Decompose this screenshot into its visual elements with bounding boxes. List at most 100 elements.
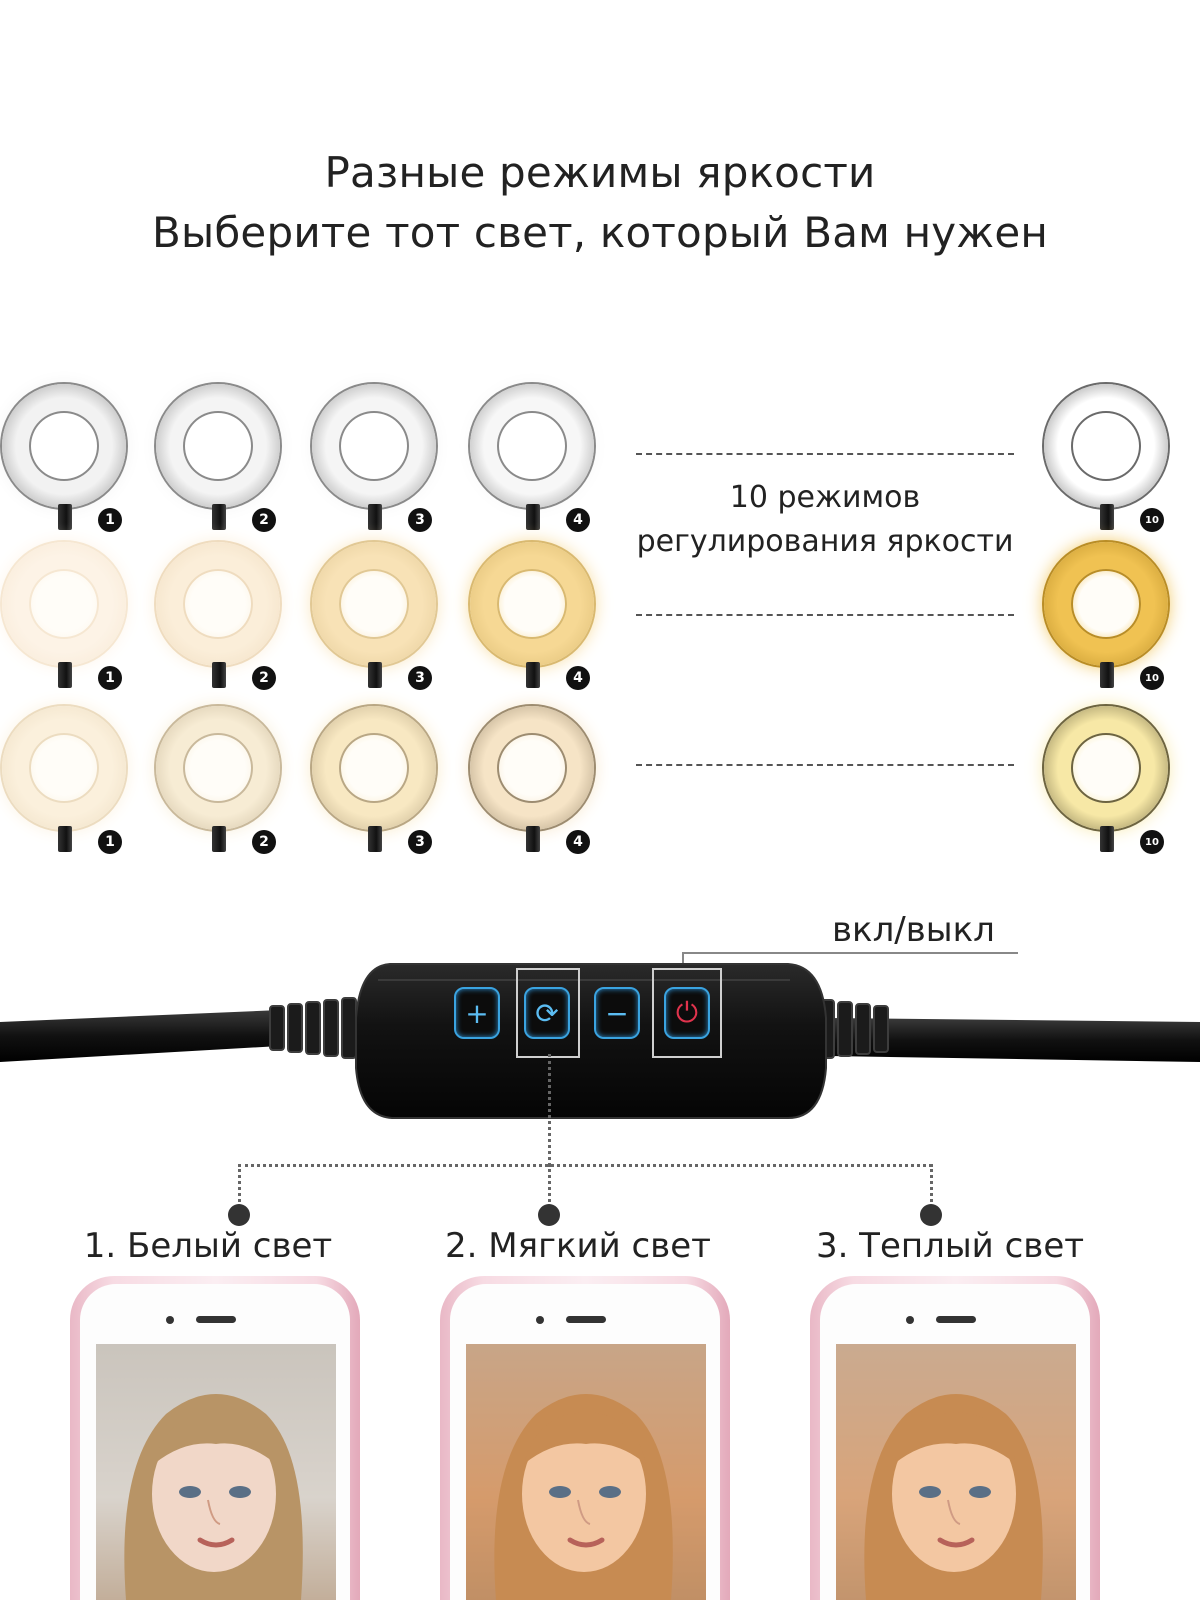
- phone-screen-portrait: [836, 1344, 1076, 1600]
- phone-speaker: [196, 1316, 236, 1323]
- ring-light: [470, 384, 594, 508]
- ring-center: [1071, 411, 1141, 481]
- phone-face: [820, 1284, 1090, 1600]
- connector-right: [930, 1164, 933, 1208]
- cable-right: [819, 999, 1200, 1062]
- header-line-2: Выберите тот свет, который Вам нужен: [151, 208, 1049, 257]
- ring-stem: [1100, 826, 1114, 852]
- ring-stem: [526, 504, 540, 530]
- ring-number-badge: 10: [1140, 830, 1164, 854]
- ring-light: [470, 542, 594, 666]
- ring-light: [2, 706, 126, 830]
- ring-light: [156, 384, 280, 508]
- light-type-label-soft: 2. Мягкий свет: [445, 1226, 711, 1266]
- phone-face: [80, 1284, 350, 1600]
- ring-number-badge: 1: [98, 666, 122, 690]
- ring-stem: [58, 662, 72, 688]
- ring-stem: [526, 662, 540, 688]
- ring-warm-1: 1: [2, 542, 132, 692]
- connector-node-right: [920, 1204, 942, 1226]
- ring-warm-4: 4: [470, 542, 600, 692]
- portrait-illustration: [466, 1344, 706, 1600]
- ring-number-badge: 4: [566, 508, 590, 532]
- ring-number-badge: 3: [408, 508, 432, 532]
- power-pointer-line-h: [682, 952, 1018, 954]
- phone-screen-portrait: [466, 1344, 706, 1600]
- dash-line-row-2: [636, 614, 1014, 616]
- connector-horizontal: [238, 1164, 932, 1167]
- phone-camera: [536, 1316, 544, 1324]
- modes-text-line-1: 10 режимов: [729, 480, 921, 515]
- power-button[interactable]: ⏻: [664, 987, 710, 1039]
- ring-light: [156, 542, 280, 666]
- mode-button-highlight: [516, 968, 580, 1058]
- mode-switch-button[interactable]: ⟳: [524, 987, 570, 1039]
- ring-light: [1044, 542, 1168, 666]
- ring-stem: [368, 662, 382, 688]
- ring-number-badge: 1: [98, 508, 122, 532]
- phone-speaker: [936, 1316, 976, 1323]
- phone-face: [450, 1284, 720, 1600]
- ring-stem: [58, 826, 72, 852]
- brightness-plus-button[interactable]: +: [454, 987, 500, 1039]
- ring-center: [29, 411, 99, 481]
- ring-light: [312, 384, 436, 508]
- phone-screen-portrait: [96, 1344, 336, 1600]
- ring-stem: [212, 662, 226, 688]
- power-label: вкл/выкл: [832, 910, 995, 950]
- ring-stem: [368, 504, 382, 530]
- dash-line-row-1: [636, 453, 1014, 455]
- ring-center: [29, 569, 99, 639]
- ring-stem: [526, 826, 540, 852]
- connector-node-left: [228, 1204, 250, 1226]
- ring-soft-1: 1: [2, 706, 132, 856]
- ring-stem: [1100, 504, 1114, 530]
- phone-preview-3: [810, 1276, 1100, 1600]
- ring-light: [470, 706, 594, 830]
- dash-line-row-3: [636, 764, 1014, 766]
- ring-warm-2: 2: [156, 542, 286, 692]
- ring-number-badge: 3: [408, 830, 432, 854]
- ring-number-badge: 3: [408, 666, 432, 690]
- ring-light: [1044, 384, 1168, 508]
- portrait-illustration: [836, 1344, 1076, 1600]
- phone-preview-2: [440, 1276, 730, 1600]
- cable-left: [0, 997, 357, 1062]
- connector-node-middle: [538, 1204, 560, 1226]
- ring-white-4: 4: [470, 384, 600, 534]
- ring-center: [339, 733, 409, 803]
- ring-light: [312, 706, 436, 830]
- ring-stem: [368, 826, 382, 852]
- light-type-label-warm: 3. Теплый свет: [815, 1226, 1085, 1266]
- ring-light: [1044, 706, 1168, 830]
- ring-light: [2, 384, 126, 508]
- ring-number-badge: 2: [252, 508, 276, 532]
- ring-center: [1071, 733, 1141, 803]
- connector-middle: [548, 1164, 551, 1208]
- power-pointer-line-v: [682, 952, 684, 970]
- ring-number-badge: 2: [252, 830, 276, 854]
- ring-center: [29, 733, 99, 803]
- ring-light: [312, 542, 436, 666]
- ring-stem: [1100, 662, 1114, 688]
- ring-center: [1071, 569, 1141, 639]
- ring-soft-2: 2: [156, 706, 286, 856]
- ring-center: [183, 569, 253, 639]
- ring-soft-3: 3: [312, 706, 442, 856]
- ring-white-1: 1: [2, 384, 132, 534]
- ring-number-badge: 2: [252, 666, 276, 690]
- ring-center: [339, 569, 409, 639]
- modes-text-line-2: регулирования яркости: [636, 524, 1014, 559]
- ring-number-badge: 10: [1140, 508, 1164, 532]
- brightness-minus-button[interactable]: −: [594, 987, 640, 1039]
- ring-white-10: 10: [1044, 384, 1174, 534]
- portrait-illustration: [96, 1344, 336, 1600]
- ring-white-2: 2: [156, 384, 286, 534]
- ring-soft-10: 10: [1044, 706, 1174, 856]
- controller-body: [355, 963, 827, 1119]
- phone-preview-1: [70, 1276, 360, 1600]
- phone-camera: [166, 1316, 174, 1324]
- ring-warm-10: 10: [1044, 542, 1174, 692]
- ring-stem: [58, 504, 72, 530]
- header-line-1: Разные режимы яркости: [324, 148, 876, 197]
